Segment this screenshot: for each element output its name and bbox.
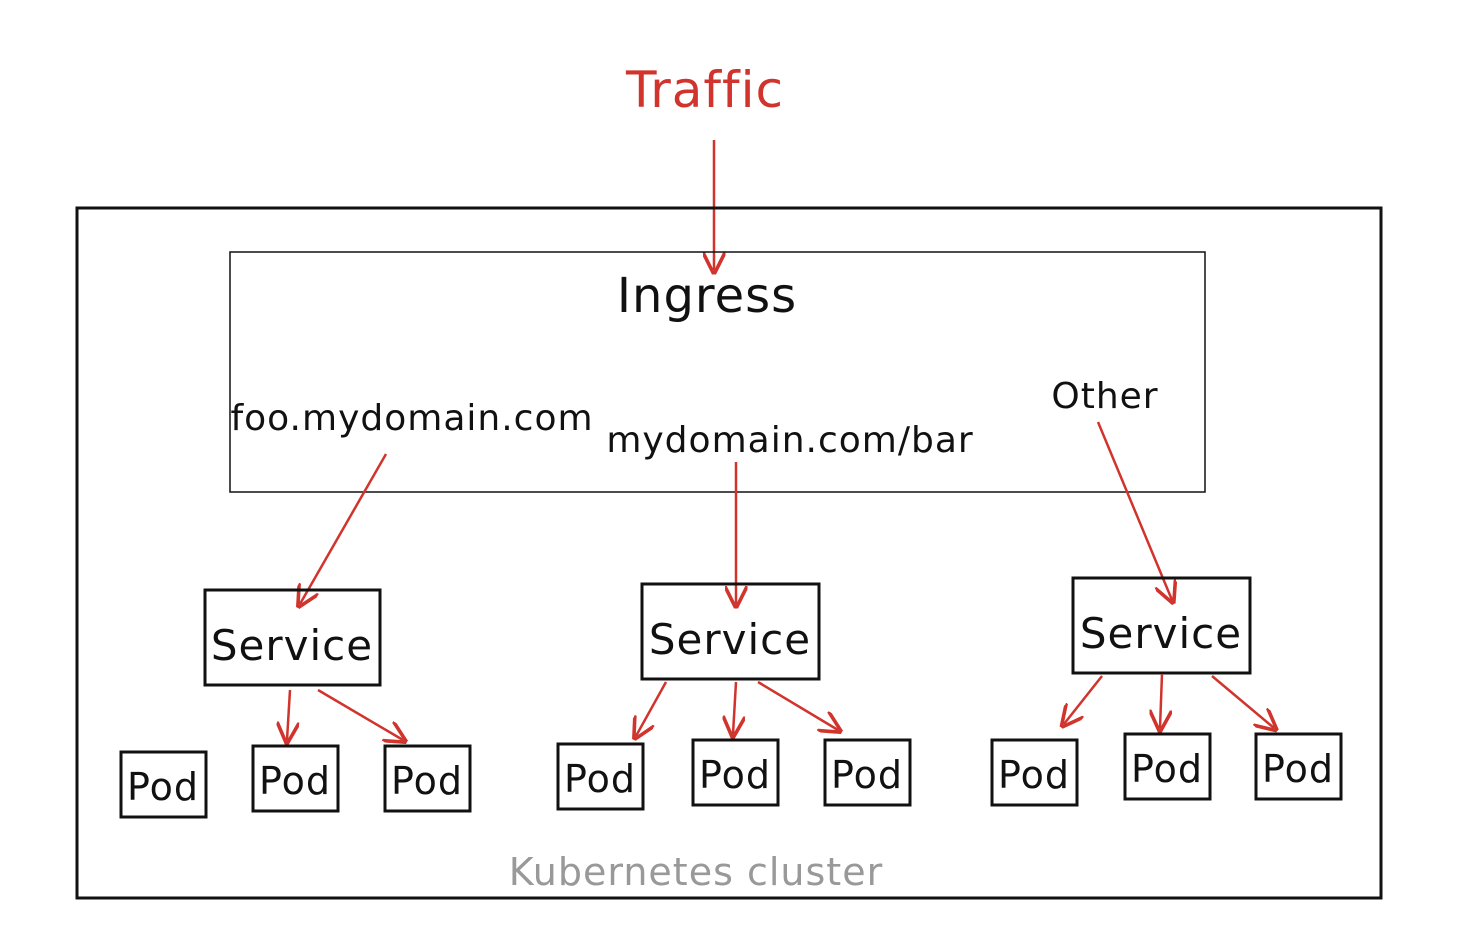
pod-arrow [287,689,290,740]
pod-box: Pod [556,742,645,811]
pod-label: Pod [564,757,636,801]
service-box [203,588,382,687]
pod-box: Pod [691,738,780,807]
pod-arrow [317,688,403,740]
service-1: Service [203,588,382,687]
pod-box: Pod [119,750,208,819]
pod-arrow [1211,675,1274,728]
pod-arrow [733,681,736,734]
service-3: Service [1071,576,1252,675]
kubernetes-cluster-label: Kubernetes cluster [509,850,883,894]
ingress-rule-other: Other [1051,376,1158,417]
service-2: Service [640,582,821,681]
pod-arrow [757,680,838,730]
pod-label: Pod [831,753,903,797]
pod-label: Pod [699,753,771,797]
rule-arrow-foo [300,453,388,604]
service-label: Service [649,615,811,664]
pod-label: Pod [1131,747,1203,791]
ingress-rule-foo: foo.mydomain.com [230,398,593,439]
ingress-title: Ingress [617,268,797,324]
pod-label: Pod [1262,747,1334,791]
rule-arrow-other [1096,421,1172,600]
service-label: Service [1080,609,1242,658]
service-label: Service [211,621,373,670]
pod-label: Pod [998,753,1070,797]
traffic-label: Traffic [625,61,784,119]
pod-arrow [636,681,668,736]
pod-box: Pod [823,738,912,807]
pod-arrow [1064,675,1103,724]
pod-label: Pod [259,759,331,803]
pod-arrow [1160,673,1162,728]
pod-box: Pod [1254,732,1343,801]
pod-box: Pod [251,744,340,813]
pod-box: Pod [1123,732,1212,801]
ingress-box [229,251,1206,493]
service-box [1071,576,1252,675]
kubernetes-cluster-box [75,206,1383,900]
pod-label: Pod [391,759,463,803]
service-box [640,582,821,681]
ingress-rule-bar: mydomain.com/bar [606,420,973,461]
pod-box: Pod [383,744,472,813]
pod-label: Pod [127,765,199,809]
pod-box: Pod [990,738,1079,807]
